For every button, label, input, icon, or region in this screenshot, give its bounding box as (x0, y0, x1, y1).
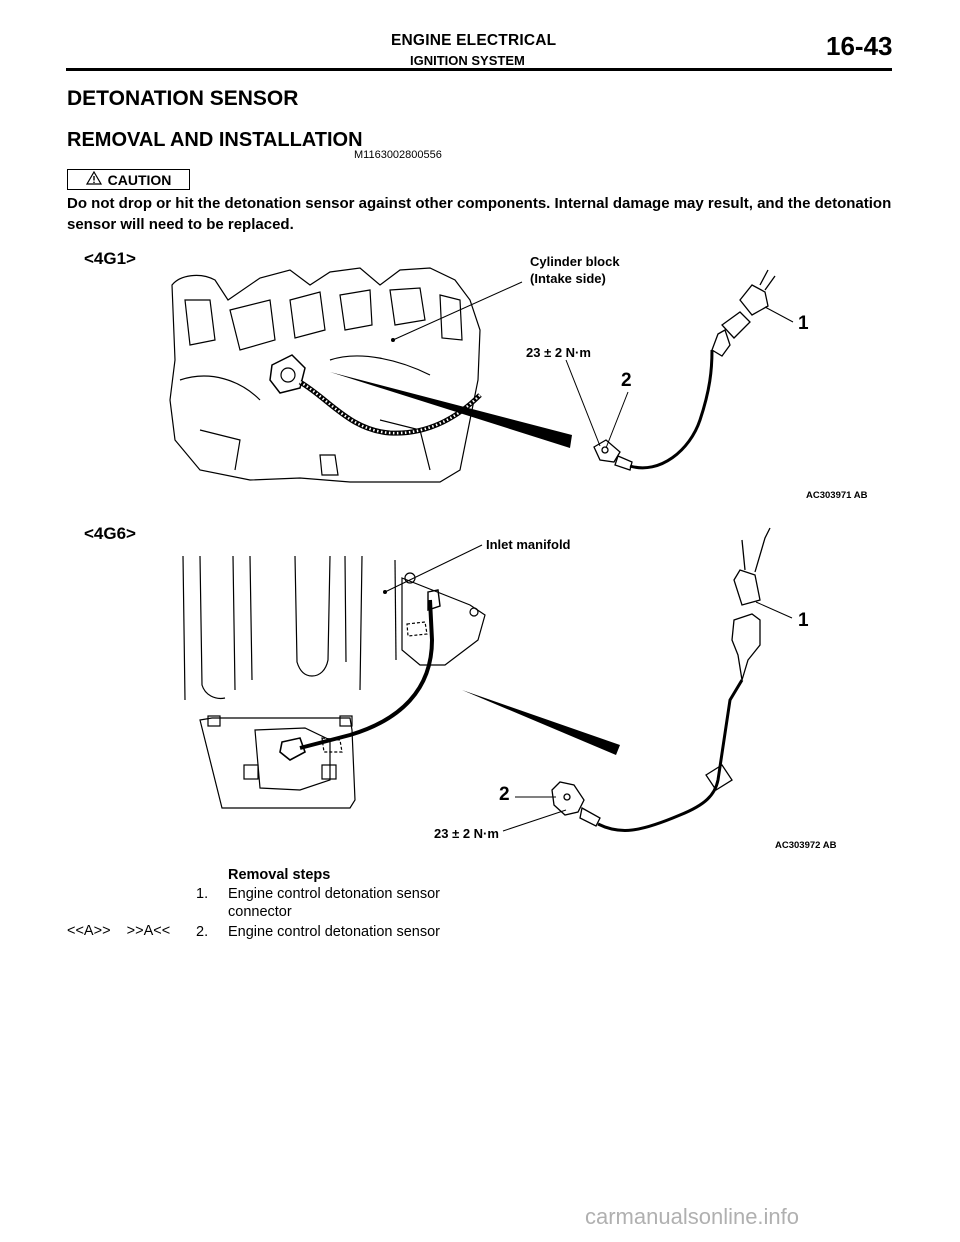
cylinder-block-line2: (Intake side) (530, 271, 606, 286)
warning-triangle-icon (85, 170, 102, 188)
step-1-line2: connector (228, 904, 292, 920)
caution-label: CAUTION (107, 171, 172, 188)
figure-1-code: AC303971 AB (806, 490, 868, 501)
header-rule (66, 68, 892, 71)
caution-text: Do not drop or hit the detonation sensor… (67, 195, 892, 233)
removal-steps-title: Removal steps (228, 867, 331, 883)
step-1-line1: Engine control detonation sensor (228, 886, 441, 902)
part-number-2-fig2: 2 (499, 784, 510, 805)
part-number-2-fig1: 2 (621, 370, 632, 391)
section-heading: REMOVAL AND INSTALLATION (67, 129, 363, 151)
section-title: ENGINE ELECTRICAL (391, 32, 557, 49)
figure-2-engine-label: <4G6> (84, 524, 136, 543)
part-number-1-fig2: 1 (798, 610, 809, 631)
torque-spec-2: 23 ± 2 N·m (434, 826, 499, 841)
watermark: carmanualsonline.info (585, 1204, 800, 1229)
page-title: DETONATION SENSOR (67, 87, 299, 110)
inlet-manifold-callout: Inlet manifold (486, 537, 571, 552)
step-2-text: Engine control detonation sensor (228, 924, 441, 940)
document-code: M1163002800556 (354, 149, 442, 161)
figure-1-engine-label: <4G1> (84, 249, 136, 268)
figure-2-code: AC303972 AB (775, 840, 837, 851)
step-2-service-code: <<A>> >>A<< (67, 923, 171, 939)
part-number-1-fig1: 1 (798, 313, 809, 334)
caution-box: CAUTION (67, 169, 190, 190)
subsection-title: IGNITION SYSTEM (410, 53, 525, 68)
cylinder-block-callout: Cylinder block (Intake side) (530, 253, 620, 287)
torque-spec-1: 23 ± 2 N·m (526, 345, 591, 360)
step-1-text: Engine control detonation sensor connect… (228, 885, 440, 921)
step-1-number: 1. (196, 886, 209, 902)
cylinder-block-line1: Cylinder block (530, 254, 620, 269)
step-2-number: 2. (196, 924, 209, 940)
page-number: 16-43 (826, 31, 893, 61)
